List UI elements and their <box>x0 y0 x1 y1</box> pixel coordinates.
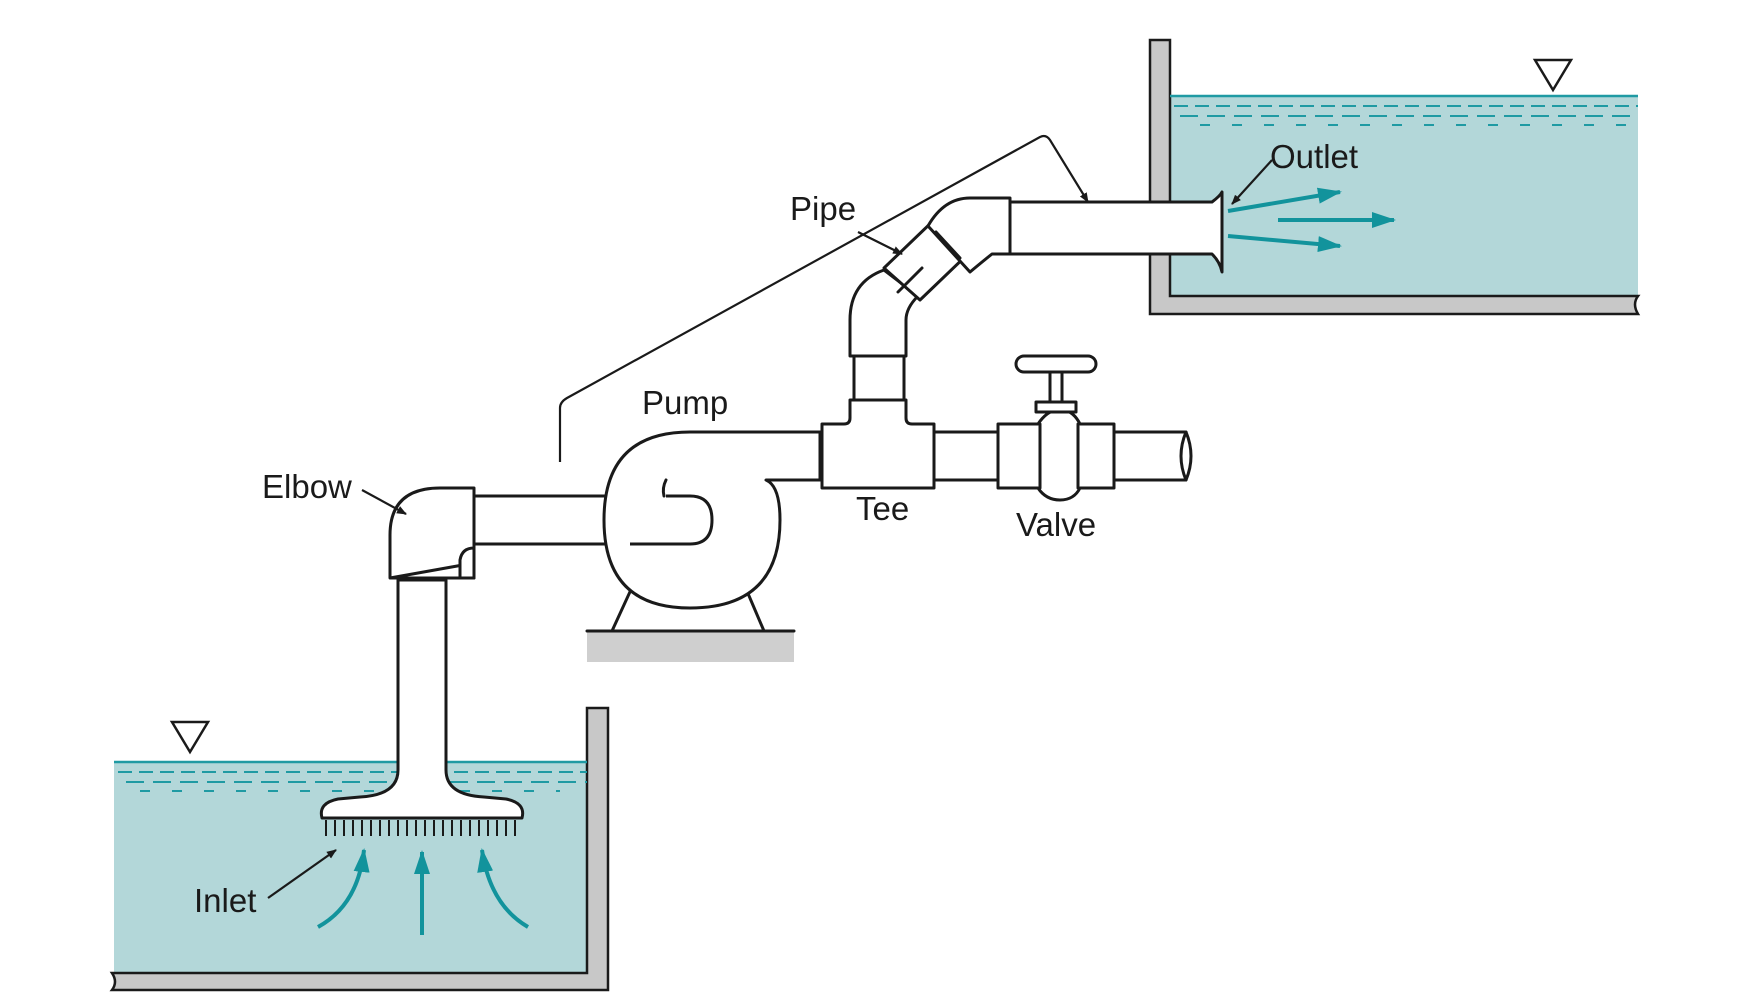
outlet-pipe <box>1008 190 1224 274</box>
pump <box>585 430 822 662</box>
lower-reservoir-water <box>114 762 589 972</box>
valve-stem <box>1048 370 1064 404</box>
inlet-bell <box>319 578 525 820</box>
upper-reservoir <box>1148 38 1641 316</box>
strainer-teeth <box>325 820 516 836</box>
valve-body <box>996 408 1116 502</box>
upper-reservoir-wall <box>1148 38 1641 316</box>
lower-reservoir-wall <box>109 706 610 992</box>
pump-base <box>587 631 794 662</box>
upper-reservoir-water <box>1170 96 1638 296</box>
outflow-arrow <box>1227 234 1342 253</box>
inlet-leader <box>267 849 337 899</box>
inlet-strainer <box>317 578 530 935</box>
pump-label: Pump <box>642 384 728 421</box>
lower-reservoir <box>109 706 610 992</box>
elbow-leader <box>361 489 407 515</box>
pipe-label: Pipe <box>790 190 856 227</box>
valve <box>996 354 1116 502</box>
riser <box>848 196 1012 358</box>
valve-handwheel[interactable] <box>1014 354 1098 374</box>
outlet-leader <box>1231 159 1273 205</box>
tee-branch-pipe <box>852 352 906 402</box>
pipe-break <box>1179 430 1188 482</box>
outlet-label: Outlet <box>1270 138 1358 175</box>
elbow-fitting <box>388 486 476 580</box>
inflow-arrow <box>317 848 370 929</box>
elbow-label: Elbow <box>262 468 352 505</box>
pipe-leader <box>558 134 1089 462</box>
tee <box>820 398 936 490</box>
inlet-label: Inlet <box>194 882 256 919</box>
inflow-arrow <box>477 848 530 929</box>
outflow-arrow <box>1227 187 1342 213</box>
valve-label: Valve <box>1016 506 1096 543</box>
free-surface-icon <box>169 720 211 755</box>
free-surface-icon <box>1532 58 1574 93</box>
tee-label: Tee <box>856 490 909 527</box>
pump-eye <box>630 494 714 546</box>
pipe-leader <box>857 231 903 255</box>
tee-fitting <box>820 352 936 490</box>
